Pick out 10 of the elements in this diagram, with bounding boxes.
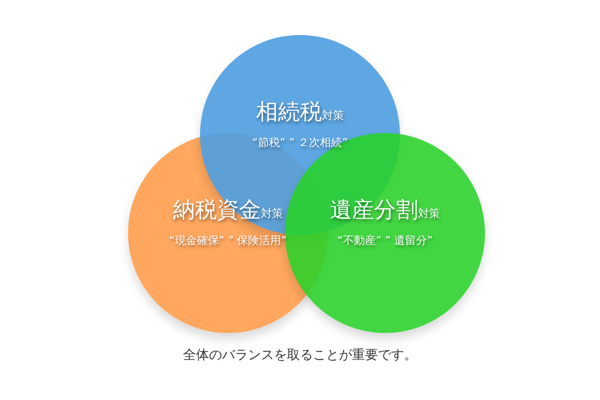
- circle-title: 相続税: [256, 99, 322, 127]
- title-suffix: 対策: [261, 206, 283, 221]
- keyword-text: “不動産” ” 遺留分”: [337, 234, 433, 247]
- circle-title: 納税資金: [173, 197, 261, 225]
- circle-title: 遺産分割: [330, 197, 418, 225]
- keyword-text: “現金確保” ” 保険活用”: [169, 234, 287, 247]
- keyword-text: “節税” ” ２次相続”: [252, 136, 348, 149]
- title-suffix: 対策: [418, 206, 440, 221]
- title-suffix: 対策: [322, 108, 344, 123]
- caption-text: 全体のバランスを取ることが重要です。: [183, 348, 417, 363]
